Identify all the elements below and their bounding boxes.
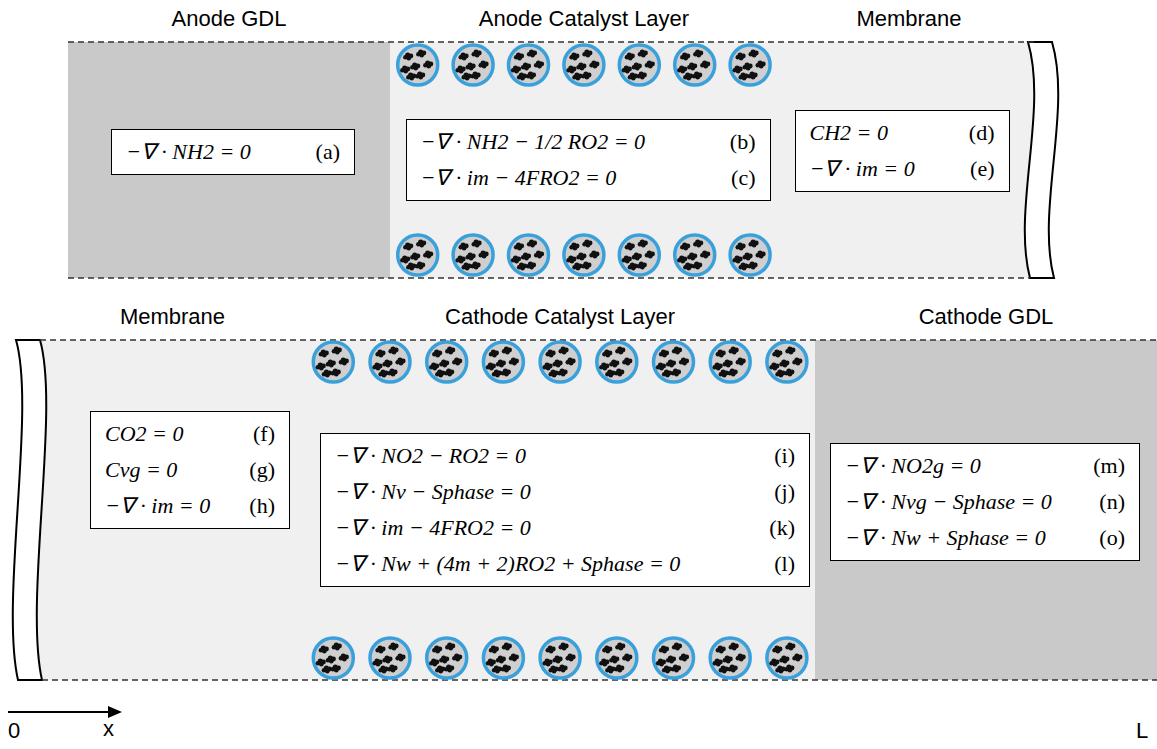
equation-number: (m) [1093,453,1125,479]
illustration-part [427,342,467,382]
equation: −∇ · NO2 − RO2 = 0 [335,443,680,469]
illustration-part [767,638,807,678]
illustration-part [540,638,580,678]
layer-band: MembraneCO2 = 0(f)Cvg = 0(g)−∇ · im = 0(… [40,340,305,680]
dashed-edge [68,277,1030,279]
equation: −∇ · NO2g = 0 [845,453,1052,479]
equation: −∇ · im − 4FRO2 = 0 [335,515,680,541]
equation: −∇ · im = 0 [105,493,210,519]
equation-box: −∇ · NO2g = 0 (m) −∇ · Nvg − Sphase = 0 (n)… [830,443,1140,561]
illustration-part [597,638,637,678]
equation: −∇ · im = 0 [810,156,915,182]
layer-band: Anode Catalyst Layer−∇ · NH2 − 1/2 RO2 =… [390,42,778,278]
equation-box: CO2 = 0 (f) Cvg = 0 (g) −∇ · im = 0 (h) [90,411,290,529]
equation: −∇ · im − 4FRO2 = 0 [421,165,646,191]
equation-box: −∇ · NO2 − RO2 = 0 (i) −∇ · Nv − Sphase = … [320,433,810,587]
axis-label: x [103,716,114,742]
equation: −∇ · Nv − Sphase = 0 [335,479,680,505]
illustration-part [730,235,770,275]
equation: −∇ · Nw + (4m + 2)RO2 + Sphase = 0 [335,551,680,577]
equation: Cvg = 0 [105,457,210,483]
layer-region [30,340,815,680]
equation-box: −∇ · NH2 = 0 (a) [111,129,355,175]
illustration-part [654,638,694,678]
equation-number: (d) [969,120,995,146]
illustration-part [597,342,637,382]
equation-number: (g) [249,457,275,483]
equation: −∇ · NH2 = 0 [126,139,251,165]
equation: −∇ · Nw + Sphase = 0 [845,525,1052,551]
equation: CO2 = 0 [105,421,210,447]
break-ribbon [1025,42,1058,278]
illustration-part [654,342,694,382]
equation: CH2 = 0 [810,120,915,146]
equation-number: (e) [969,156,995,182]
equation-number: (i) [769,443,795,469]
gdl-region [68,42,390,278]
illustration-part [564,235,604,275]
illustration-part [767,342,807,382]
axis-label: 0 [8,718,20,744]
illustration-part [710,342,750,382]
illustration-part [509,45,549,85]
illustration-part [619,45,659,85]
layer-heading: Cathode GDL [919,304,1054,330]
layer-heading: Anode GDL [172,6,287,32]
equation-number: (f) [249,421,275,447]
gdl-region [815,340,1157,680]
illustration-part [453,235,493,275]
layer-band: MembraneCH2 = 0(d)−∇ · im = 0(e) [778,42,1040,278]
layer-heading: Membrane [120,304,225,330]
layer-band: Cathode GDL−∇ · NO2g = 0(m)−∇ · Nvg − Sp… [815,340,1157,680]
illustration-part [483,342,523,382]
illustration-part [313,342,353,382]
equation-number: (n) [1093,489,1125,515]
illustration-part [730,45,770,85]
illustration-part [370,638,410,678]
layer-region [390,42,1042,278]
illustration-part [483,638,523,678]
illustration-part [427,638,467,678]
dashed-edge [68,41,1036,43]
illustration-part [509,235,549,275]
illustration-part [313,638,353,678]
illustration-part [619,235,659,275]
agglomerate-row [398,45,770,275]
illustration-part [398,45,438,85]
illustration-part [453,45,493,85]
equation-number: (j) [769,479,795,505]
equation: −∇ · Nvg − Sphase = 0 [845,489,1052,515]
equation-number: (l) [769,551,795,577]
equation-number: (a) [316,139,340,165]
equation: −∇ · NH2 − 1/2 RO2 = 0 [421,129,646,155]
equation-box: −∇ · NH2 − 1/2 RO2 = 0 (b) −∇ · im − 4FRO2… [406,119,771,201]
layer-heading: Membrane [856,6,961,32]
break-ribbon [13,340,46,680]
dashed-edge [40,339,1157,341]
layer-heading: Anode Catalyst Layer [479,6,689,32]
equation-number: (o) [1093,525,1125,551]
illustration-part [675,235,715,275]
equation-number: (b) [730,129,756,155]
dashed-edge [42,679,1157,681]
equation-number: (k) [769,515,795,541]
equation-number: (c) [730,165,756,191]
illustration-part [675,45,715,85]
illustration-part [710,638,750,678]
layer-band: Cathode Catalyst Layer−∇ · NO2 − RO2 = 0… [305,340,815,680]
axis-label: L [1136,718,1148,744]
equation-number: (h) [249,493,275,519]
equation-box: CH2 = 0 (d) −∇ · im = 0 (e) [795,110,1010,192]
illustration-part [564,45,604,85]
illustration-part [370,342,410,382]
axis-line [8,711,112,713]
layer-band: Anode GDL−∇ · NH2 = 0(a) [68,42,390,278]
layer-heading: Cathode Catalyst Layer [445,304,675,330]
illustration-part [398,235,438,275]
illustration-part [540,342,580,382]
